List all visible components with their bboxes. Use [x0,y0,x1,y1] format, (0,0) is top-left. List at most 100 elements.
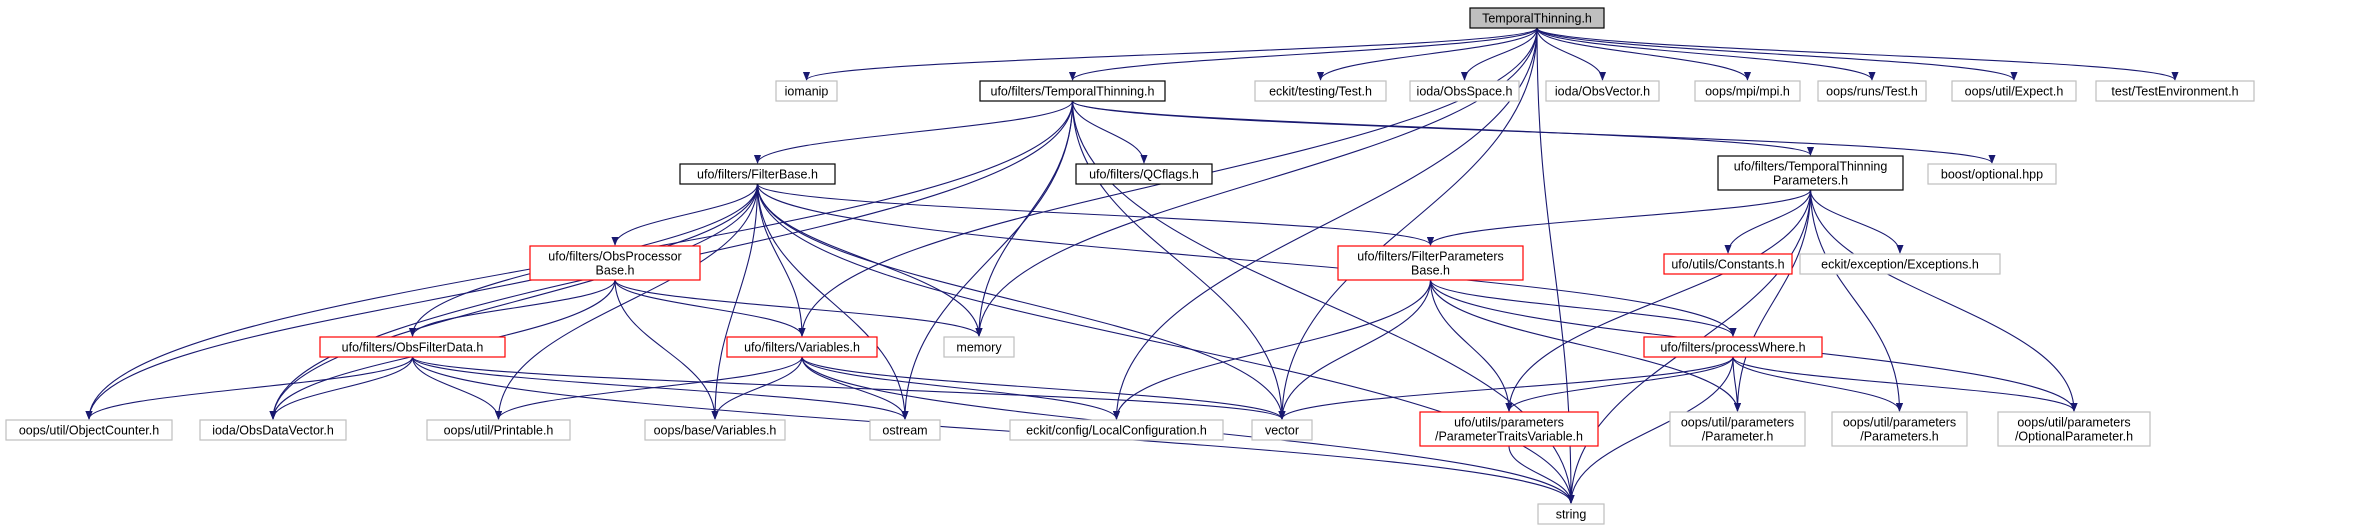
edge-group [1536,27,1607,81]
edge-group [411,356,1286,420]
node-expect[interactable]: oops/util/Expect.h [1951,80,2077,102]
node-optparam[interactable]: oops/util/parameters/OptionalParameter.h [1997,411,2151,447]
edge-group [1069,27,1538,81]
node-root[interactable]: TemporalThinning.h [1469,7,1605,29]
node-box [5,419,173,441]
node-printable[interactable]: oops/util/Printable.h [426,419,571,441]
node-exceptions[interactable]: eckit/exception/Exceptions.h [1799,253,2001,275]
edge-variables-to-basevars [711,356,803,420]
node-qcflags[interactable]: ufo/filters/QCflags.h [1075,163,1213,185]
node-constants[interactable]: ufo/utils/Constants.h [1663,253,1793,275]
edge-group [1278,27,1538,420]
node-runstest[interactable]: oops/runs/Test.h [1817,80,1927,102]
edge-filterbase-to-objcounter [85,183,759,420]
node-params[interactable]: oops/util/parameters/Parameters.h [1831,411,1968,447]
node-box [426,419,571,441]
edge-obsproc-to-variables [614,279,806,337]
edge-group [1536,27,2179,81]
edge-filterbase-to-fparams [756,183,1434,246]
node-label: eckit/testing/Test.h [1269,85,1372,99]
edge-group [756,183,1737,337]
edge-group [1508,445,1575,504]
edge-obsproc-to-obsfdata [408,279,616,337]
node-pwhere[interactable]: ufo/filters/processWhere.h [1643,336,1823,358]
node-label: boost/optional.hpp [1941,168,2043,182]
edge-fparams-to-localconf [1112,279,1432,420]
edge-group [1278,356,1734,420]
node-vector[interactable]: vector [1251,419,1313,441]
edge-group [411,356,503,420]
edge-group [1567,356,1734,504]
node-box [775,80,838,102]
edge-uftt-to-boostopt [1071,100,1996,164]
edge-variables-to-localconf [801,356,1121,420]
edge-obsfdata-to-vector [411,356,1286,420]
edge-group [494,183,759,420]
node-label: oops/runs/Test.h [1826,85,1918,99]
node-obsspace[interactable]: ioda/ObsSpace.h [1409,80,1520,102]
edge-group [1536,27,2018,81]
edge-group [1724,189,1812,254]
edge-group [1809,189,2078,412]
node-box [1075,163,1213,185]
node-obsfdata[interactable]: ufo/filters/ObsFilterData.h [319,336,506,358]
node-basevars[interactable]: oops/base/Variables.h [644,419,786,441]
node-box [679,163,836,185]
node-localconf[interactable]: eckit/config/LocalConfiguration.h [1009,419,1224,441]
node-label: oops/util/parameters [1681,416,1794,430]
edge-group [801,356,909,420]
node-filterbase[interactable]: ufo/filters/FilterBase.h [679,163,836,185]
node-ecktest[interactable]: eckit/testing/Test.h [1254,80,1387,102]
node-mpi[interactable]: oops/mpi/mpi.h [1694,80,1801,102]
edge-group [408,279,616,337]
edge-ttparams-to-param [1733,189,1812,412]
node-boostopt[interactable]: boost/optional.hpp [1927,163,2057,185]
node-memory[interactable]: memory [943,336,1015,358]
node-label: oops/mpi/mpi.h [1705,85,1790,99]
node-box [1537,503,1605,525]
edge-ptvar-to-string [1508,445,1575,504]
node-ptvar[interactable]: ufo/utils/parameters/ParameterTraitsVari… [1419,411,1599,447]
node-box [1927,163,2057,185]
edge-obsfdata-to-string [411,356,1575,504]
edge-group [614,279,719,420]
node-obsdatavec[interactable]: ioda/ObsDataVector.h [199,419,347,441]
node-iomanip[interactable]: iomanip [775,80,838,102]
node-obsvector[interactable]: ioda/ObsVector.h [1545,80,1660,102]
edge-group [1733,189,1812,412]
node-variables[interactable]: ufo/filters/Variables.h [726,336,878,358]
edge-group [85,183,759,420]
edge-group [753,100,1074,164]
node-box [1669,411,1806,447]
node-label: Base.h [596,264,635,278]
edge-filterbase-to-obsdatavec [269,183,759,420]
node-label: string [1556,508,1587,522]
edge-group [1809,189,1904,254]
node-label: oops/util/Expect.h [1965,85,2064,99]
node-string[interactable]: string [1537,503,1605,525]
edge-group [1505,356,1734,412]
node-uftt[interactable]: ufo/filters/TemporalThinning.h [979,80,1166,102]
edge-pwhere-to-ptvar [1505,356,1734,412]
edge-group [1429,279,1742,412]
node-label: ioda/ObsVector.h [1555,85,1650,99]
edge-fparams-to-ptvar [1429,279,1513,412]
node-objcounter[interactable]: oops/util/ObjectCounter.h [5,419,173,441]
node-testenv[interactable]: test/TestEnvironment.h [2095,80,2255,102]
node-label: ufo/filters/FilterBase.h [697,168,818,182]
edge-group [411,356,1575,504]
node-label: ioda/ObsSpace.h [1417,85,1513,99]
edge-obsfdata-to-ostream [411,356,909,420]
node-ostream[interactable]: ostream [869,419,941,441]
edge-pwhere-to-vector [1278,356,1734,420]
edge-group [269,183,759,420]
edge-group [1505,189,1812,412]
edge-obsproc-to-basevars [614,279,719,420]
node-label: ostream [882,424,927,438]
node-param[interactable]: oops/util/parameters/Parameter.h [1669,411,1806,447]
node-label: eckit/exception/Exceptions.h [1821,258,1979,272]
edge-group [614,279,983,337]
